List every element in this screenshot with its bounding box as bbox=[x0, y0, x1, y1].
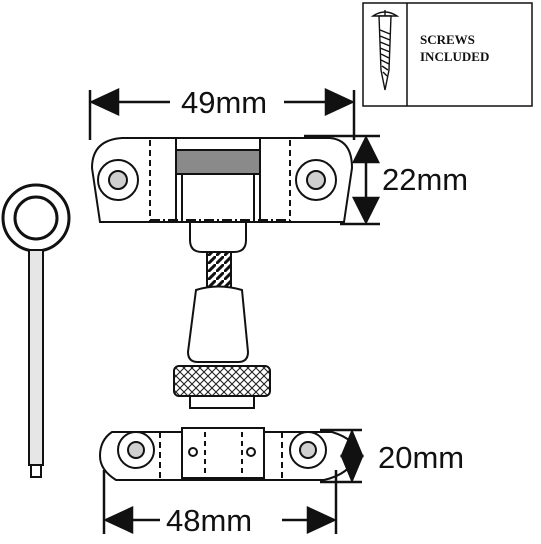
key-ring-inner bbox=[13, 195, 59, 241]
top-plate bbox=[90, 137, 354, 223]
dimension-top-height bbox=[304, 134, 381, 226]
key-tip bbox=[30, 464, 42, 478]
spindle bbox=[173, 221, 271, 409]
dimension-bottom-height-label: 20mm bbox=[378, 440, 464, 475]
threaded-rod bbox=[206, 251, 232, 289]
knurled-knob bbox=[173, 365, 271, 397]
dimension-bottom-width bbox=[102, 470, 338, 534]
screws-included-note: SCREWS INCLUDED bbox=[362, 2, 533, 107]
note-line-2: INCLUDED bbox=[420, 49, 489, 64]
dimension-top-height-label: 22mm bbox=[382, 162, 468, 197]
bottom-plate bbox=[98, 427, 358, 481]
key-shaft bbox=[28, 249, 44, 466]
note-line-1: SCREWS bbox=[420, 32, 475, 47]
dimension-bottom-width-label: 48mm bbox=[166, 503, 252, 538]
dimension-top-width bbox=[88, 88, 356, 140]
dimension-bottom-height bbox=[320, 428, 364, 484]
dimension-top-width-label: 49mm bbox=[181, 85, 267, 120]
screw-icon bbox=[370, 10, 400, 91]
top-dark-band bbox=[175, 149, 261, 175]
key-illustration bbox=[1, 183, 71, 478]
